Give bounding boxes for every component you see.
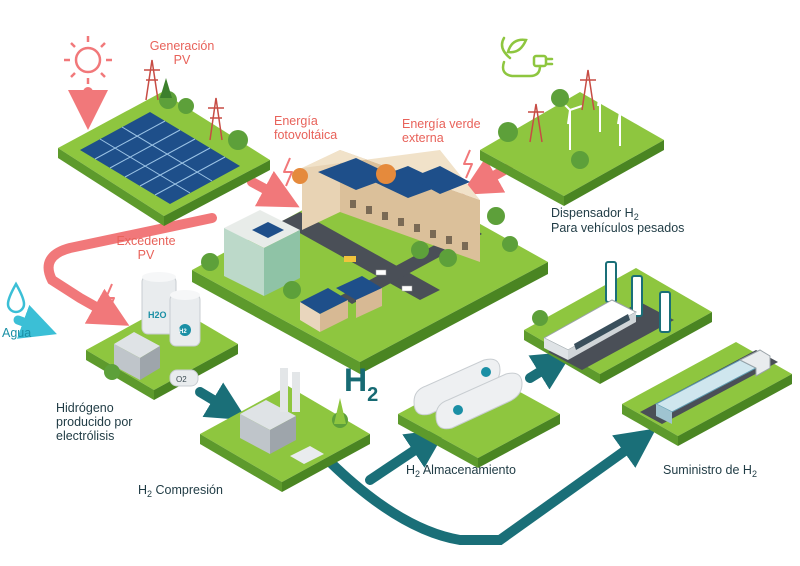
surplus-pv-arrow <box>43 213 217 326</box>
trees-pv <box>159 78 248 150</box>
solar-panel-array <box>80 112 240 204</box>
label-line: Dispensador H2 <box>551 206 684 222</box>
h2-logo-letter: H <box>344 362 368 398</box>
label-line: fotovoltáica <box>274 128 338 142</box>
o2-tank: O2 <box>169 369 199 387</box>
subscript: 2 <box>751 469 757 479</box>
lightning-icon <box>463 149 473 179</box>
pipe-electrolysis-to-compression <box>195 382 248 421</box>
label-almacenamiento: H2 Almacenamiento <box>406 463 516 479</box>
compression-platform <box>200 368 370 492</box>
electrolysis-platform: H2O H2 O2 <box>86 272 238 400</box>
sun-icon <box>64 36 112 84</box>
pipe-storage-to-dispenser <box>525 351 574 390</box>
pipe-compression-main <box>325 428 657 545</box>
h2-dispensers <box>605 261 671 333</box>
label-energia-fotovoltaica: Energía fotovoltáica <box>274 114 337 142</box>
subscript: 2 <box>147 489 153 499</box>
apartment-building <box>302 150 480 262</box>
glass-office-building <box>224 210 300 296</box>
label-generacion-pv: Generación PV <box>138 39 226 67</box>
label-line: electrólisis <box>56 429 115 443</box>
label-line: Energía <box>274 114 318 128</box>
storage-platform <box>398 358 560 468</box>
pv-generation-platform <box>58 59 270 226</box>
label-hidrogeno: Hidrógeno producido por electrólisis <box>56 401 132 443</box>
water-drop-icon <box>6 281 26 314</box>
city-platform <box>192 150 548 374</box>
subscript: 2 <box>415 469 421 479</box>
power-pylons-pv <box>144 59 224 141</box>
pipe-to-storage <box>365 428 447 485</box>
trees-external <box>498 89 589 169</box>
h2-tank: H2 <box>169 290 201 347</box>
label-suministro: Suministro de H2 <box>663 463 757 479</box>
label-line: Para vehículos pesados <box>551 221 685 235</box>
external-green-energy-platform <box>480 69 664 206</box>
label-h: H <box>406 463 416 477</box>
trees-city <box>201 164 518 299</box>
label-line: externa <box>402 131 444 145</box>
label-excedente-pv: Excedente PV <box>104 234 188 262</box>
label-line: Energía verde <box>402 117 481 131</box>
vehicles-city <box>344 256 413 292</box>
compressor-unit <box>240 368 324 464</box>
label-h: H <box>138 483 148 497</box>
pv-to-city-arrow <box>247 170 300 208</box>
power-pylons-external <box>528 69 596 143</box>
water-flow <box>13 304 57 339</box>
green-plug-icon <box>500 36 554 78</box>
tank-h2o-label: H2O <box>148 310 167 320</box>
h2-truck <box>654 349 771 424</box>
subscript: 2 <box>633 212 639 222</box>
label-line: PV <box>173 53 191 67</box>
truck-supply-platform <box>622 342 792 446</box>
lightning-icon <box>283 157 293 187</box>
h2-pipelines <box>195 351 657 545</box>
label-text: Almacenamiento <box>420 463 516 477</box>
storage-tanks <box>413 358 523 430</box>
bus-dispenser-platform <box>524 261 712 384</box>
h2-logo-subscript: 2 <box>367 384 379 406</box>
bus <box>542 299 638 360</box>
label-energia-verde: Energía verde externa <box>402 117 481 145</box>
label-dispensador: Dispensador H2 Para vehículos pesados <box>551 206 684 235</box>
lightning-icon <box>105 283 115 313</box>
houses <box>300 276 382 332</box>
water-arrow <box>13 304 57 339</box>
h2-logo: H2 <box>344 362 378 406</box>
label-compresion: H2 Compresión <box>138 483 223 499</box>
label-agua: Agua <box>2 326 32 340</box>
label-line: Generación <box>149 39 215 53</box>
electrolyzer-unit <box>114 332 160 380</box>
label-line: PV <box>137 248 155 262</box>
dispensador-text: Dispensador H <box>551 206 634 220</box>
label-line: Excedente <box>116 234 176 248</box>
label-line: producido por <box>56 415 133 429</box>
label-text: Compresión <box>152 483 223 497</box>
label-line: Hidrógeno <box>56 401 114 415</box>
tank-o2-label: O2 <box>176 375 187 384</box>
label-text: Suministro de H <box>663 463 752 477</box>
tank-h2-label: H2 <box>179 329 187 335</box>
